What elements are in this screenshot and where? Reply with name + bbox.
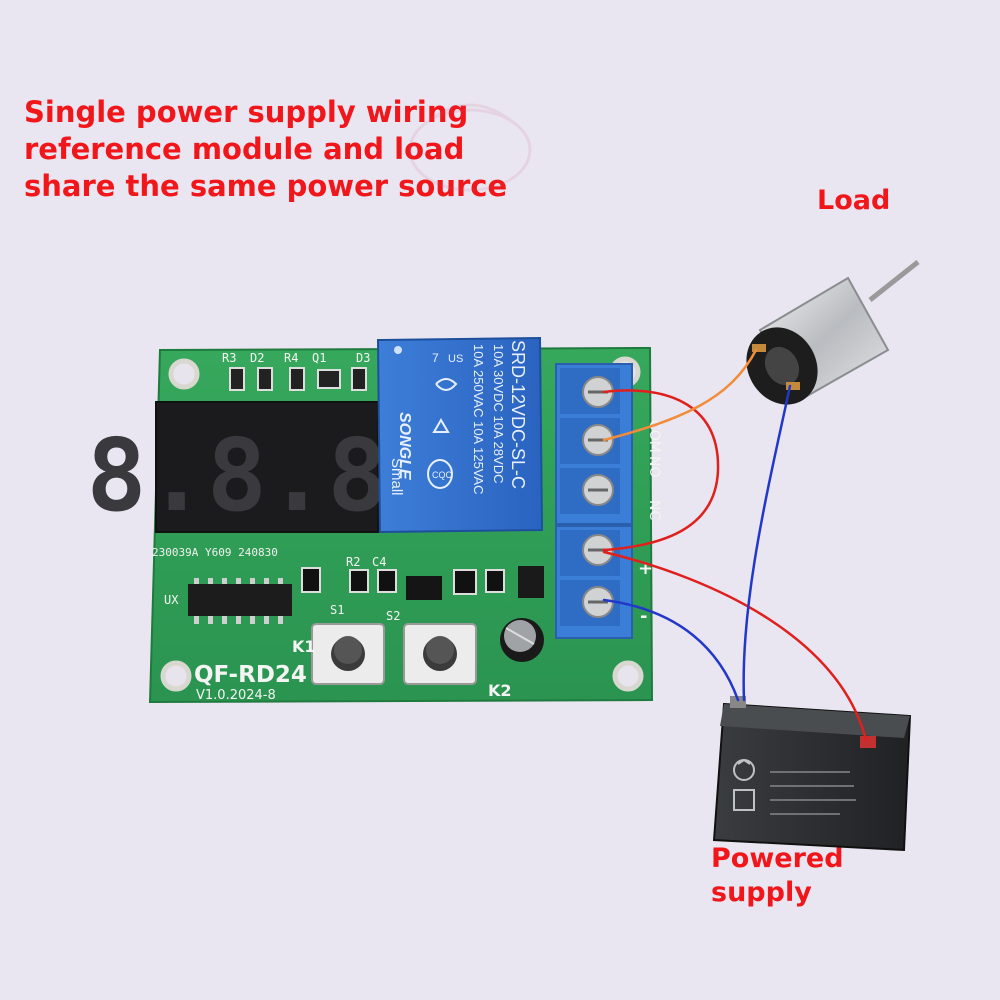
recycle-icon — [733, 758, 755, 781]
board-serial: 230039A Y609 240830 — [152, 546, 278, 559]
bin-icon — [733, 789, 755, 811]
label-minus: - — [640, 606, 647, 627]
label-r4: R4 — [284, 351, 298, 365]
label-k1: K1 — [292, 637, 316, 656]
warning-triangle-icon — [432, 418, 450, 433]
wire-minus-to-battery — [602, 598, 740, 702]
label-nc: NC — [646, 500, 662, 520]
label-ux: UX — [164, 593, 179, 607]
relay-output-terminal-block — [555, 363, 633, 525]
motor-shaft — [868, 260, 920, 302]
supply-label-line-2: supply — [711, 877, 812, 908]
label-r2: R2 — [346, 555, 360, 569]
lower-smd-components — [301, 566, 544, 600]
board-model: QF-RD24 — [194, 662, 307, 688]
background-watermark — [408, 103, 532, 192]
label-d3: D3 — [356, 351, 370, 365]
label-d2: D2 — [250, 351, 264, 365]
caption-line-3: share the same power source — [24, 169, 508, 203]
battery-label-lines — [770, 771, 856, 815]
power-input-terminal-block — [555, 525, 633, 639]
label-k2: K2 — [488, 681, 512, 700]
caption-line-1: Single power supply wiring — [24, 95, 469, 129]
terminal-screw-minus[interactable] — [582, 586, 614, 618]
relay-small: Small — [388, 458, 405, 496]
wires — [602, 348, 868, 742]
battery-powered-supply — [712, 696, 912, 852]
terminal-screw-nc[interactable] — [582, 474, 614, 506]
lower-silkscreen: R2 C4 UX S1 S2 — [164, 555, 400, 623]
label-no: NO — [646, 456, 662, 478]
caption-line-2: reference module and load — [24, 132, 465, 166]
supply-label-line-1: Powered — [711, 843, 844, 874]
label-s1: S1 — [330, 603, 344, 617]
relay-us: US — [448, 353, 463, 365]
button-k2[interactable] — [403, 623, 477, 685]
board-labels: K1 K2 QF-RD24 V1.0.2024-8 — [194, 637, 512, 703]
top-smd-components — [229, 367, 367, 391]
relay-rating-2: 10A 30VDC 10A 28VDC — [491, 344, 506, 483]
dc-motor-load — [746, 260, 920, 405]
relay-model: SRD-12VDC-SL-C — [508, 340, 528, 489]
label-q1: Q1 — [312, 351, 326, 365]
wire-motor-to-battery — [742, 384, 792, 702]
load-label: Load — [817, 185, 891, 216]
relay-number: 7 — [432, 351, 439, 365]
relay-markings: 7 US SONGLE Small 10A 250VAC 10A 125VAC … — [388, 340, 528, 496]
label-s2: S2 — [386, 609, 400, 623]
top-silkscreen: R3 D2 R4 Q1 D3 — [222, 351, 370, 365]
label-com: COM — [646, 420, 662, 453]
powered-supply-label: Powered supply — [711, 842, 844, 910]
battery-negative-terminal — [730, 696, 746, 708]
wire-no-to-motor — [602, 348, 758, 442]
relay-rating-1: 10A 250VAC 10A 125VAC — [471, 344, 486, 495]
label-c4: C4 — [372, 555, 386, 569]
wiring-caption: Single power supply wiring reference mod… — [24, 94, 544, 205]
cqc-label: CQC — [432, 470, 453, 480]
ul-mark-icon — [435, 378, 458, 391]
motor-terminal-2 — [786, 382, 800, 390]
cqc-mark: CQC — [427, 459, 453, 489]
button-k1[interactable] — [311, 623, 385, 685]
relay: 7 US SONGLE Small 10A 250VAC 10A 125VAC … — [376, 336, 544, 534]
board-version: V1.0.2024-8 — [196, 688, 276, 703]
battery-positive-terminal — [860, 736, 876, 748]
wire-com-to-plus — [602, 389, 720, 552]
label-r3: R3 — [222, 351, 236, 365]
ic-chip — [188, 578, 292, 624]
electrolytic-capacitor — [500, 618, 544, 662]
motor-terminal-1 — [752, 344, 766, 352]
relay-brand: SONGLE — [396, 412, 413, 481]
wire-plus-to-battery — [602, 550, 868, 742]
